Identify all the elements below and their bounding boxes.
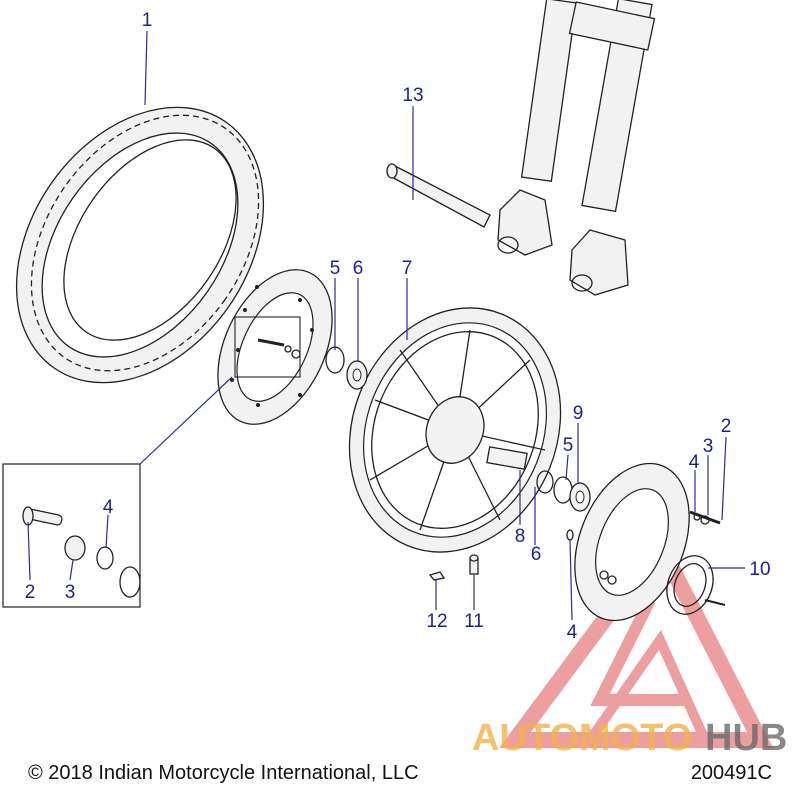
callout-6: 6: [353, 258, 364, 279]
callout-3: 3: [703, 436, 714, 457]
callout-2: 2: [25, 582, 36, 603]
watermark-logo: [499, 529, 774, 748]
wheel: [348, 307, 562, 553]
callout-6: 6: [531, 544, 542, 565]
watermark-text: AUTOMOTO HUB: [472, 717, 787, 759]
callout-8: 8: [515, 526, 526, 547]
axle: [386, 163, 491, 228]
callout-13: 13: [402, 85, 423, 106]
callout-7: 7: [402, 258, 413, 279]
watermark-word-1: AUTOMOTO: [472, 717, 692, 759]
bearing-seal-left: [325, 346, 368, 390]
callout-11: 11: [464, 611, 484, 632]
callouts: 1 2 2 3 3 4 4 4 5 5 6 6 7 8 9 10 11 12 1…: [25, 10, 771, 643]
callout-9: 9: [573, 403, 584, 424]
callout-12: 12: [426, 611, 447, 632]
callout-10: 10: [749, 559, 770, 580]
copyright-text: © 2018 Indian Motorcycle International, …: [28, 762, 419, 784]
front-fork: [497, 0, 656, 296]
callout-4: 4: [689, 452, 700, 473]
callout-5: 5: [330, 258, 341, 279]
brake-disc-left: [217, 269, 333, 425]
abs-tone-ring: [666, 555, 726, 615]
detail-inset: [2, 376, 233, 608]
watermark-word-2: HUB: [705, 717, 787, 759]
leader-lines: [27, 30, 745, 621]
callout-4: 4: [103, 497, 114, 518]
tire: [15, 106, 265, 384]
callout-3: 3: [65, 582, 76, 603]
callout-5: 5: [563, 435, 574, 456]
valve-stem: [469, 554, 479, 575]
diagram-code: 200491C: [690, 762, 772, 784]
balance-weight: [428, 571, 446, 581]
callout-4: 4: [567, 622, 578, 643]
callout-2: 2: [721, 416, 732, 437]
bearing-seal-right: [536, 470, 591, 541]
callout-1: 1: [142, 10, 153, 31]
